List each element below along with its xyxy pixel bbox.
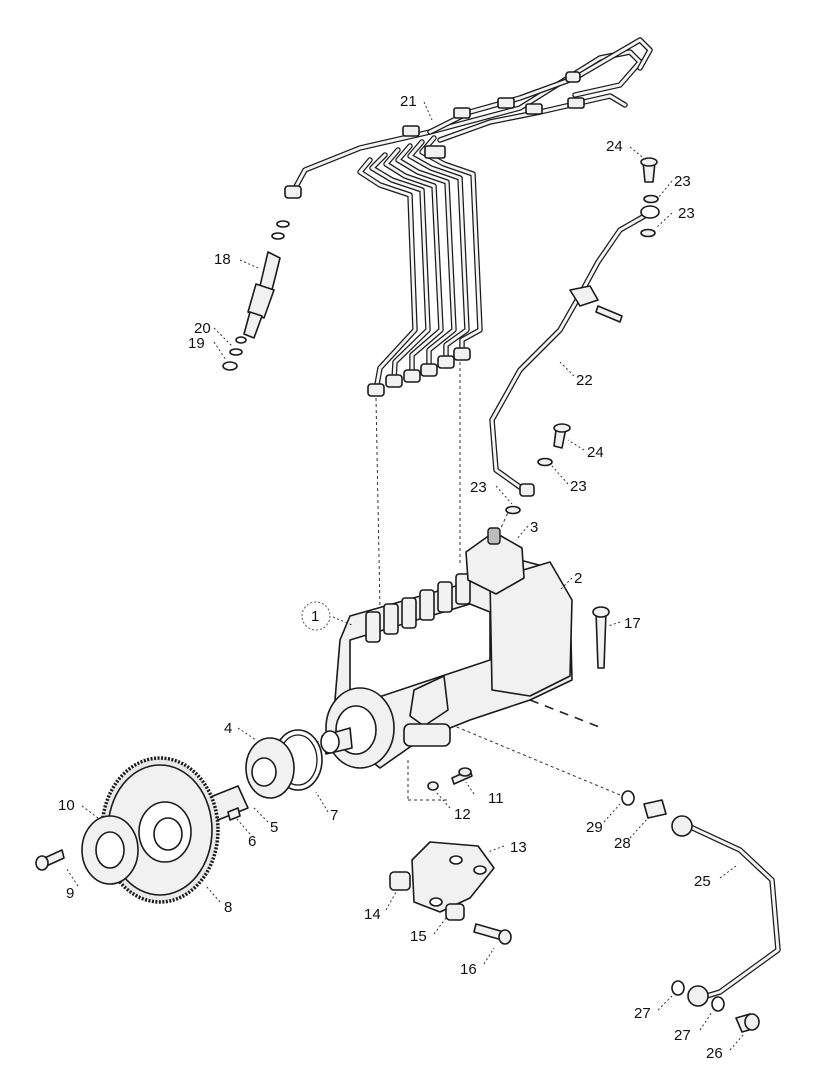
- callout-17: 17: [624, 615, 641, 632]
- line-nut-fittings: [284, 71, 581, 397]
- screw-11: [451, 767, 473, 785]
- callout-ring-1: [301, 601, 331, 631]
- callout-27b: 27: [674, 1027, 691, 1044]
- callout-23a: 23: [674, 173, 691, 190]
- callout-14: 14: [364, 906, 381, 923]
- callout-4: 4: [224, 720, 232, 737]
- injection-pump: [320, 527, 573, 769]
- pump-drive-flange: [320, 687, 395, 769]
- bolt-9: [35, 849, 65, 871]
- callout-labels: 1 2 3 4 5 6 7 8 9 10 11 12 13 14 15 16 1…: [58, 93, 723, 1062]
- callout-26: 26: [706, 1045, 723, 1062]
- callout-12: 12: [454, 806, 471, 823]
- callout-11: 11: [488, 790, 504, 807]
- callout-20: 20: [194, 320, 211, 337]
- callout-15: 15: [410, 928, 427, 945]
- bolt-17: [592, 606, 610, 669]
- callout-29: 29: [586, 819, 603, 836]
- washer-12: [427, 781, 439, 791]
- callout-27a: 27: [634, 1005, 651, 1022]
- callout-18: 18: [214, 251, 231, 268]
- support-bracket: [389, 841, 512, 945]
- callout-23c: 23: [470, 479, 487, 496]
- callout-22: 22: [576, 372, 593, 389]
- drive-hub: [207, 737, 295, 821]
- callout-1: 1: [311, 608, 319, 625]
- callout-25: 25: [694, 873, 711, 890]
- callout-28: 28: [614, 835, 631, 852]
- callout-24b: 24: [587, 444, 604, 461]
- callout-5: 5: [270, 819, 278, 836]
- callout-3: 3: [530, 519, 538, 536]
- pump-element-barrels: [365, 573, 471, 643]
- line-bundle: [357, 135, 483, 393]
- callout-13: 13: [510, 839, 527, 856]
- callout-6: 6: [248, 833, 256, 850]
- callout-2: 2: [574, 570, 582, 587]
- line-clamps: [402, 97, 585, 159]
- injector-assembly: [222, 220, 290, 371]
- callout-8: 8: [224, 899, 232, 916]
- retainer-plate: [81, 815, 139, 885]
- callout-24a: 24: [606, 138, 623, 155]
- pipe-clip: [569, 285, 599, 307]
- callout-23d: 23: [570, 478, 587, 495]
- banjo-hardware: [505, 157, 659, 515]
- callout-19: 19: [188, 335, 205, 352]
- callout-23b: 23: [678, 205, 695, 222]
- callout-9: 9: [66, 885, 74, 902]
- lift-pump: [409, 675, 449, 727]
- return-pipe: [621, 790, 781, 1033]
- callout-16: 16: [460, 961, 477, 978]
- oil-feed-pipe: [489, 205, 660, 497]
- callout-10: 10: [58, 797, 75, 814]
- leader-lines: [65, 101, 745, 1051]
- callout-21: 21: [400, 93, 417, 110]
- callout-7: 7: [330, 807, 338, 824]
- injection-lines-assembly: [284, 37, 653, 397]
